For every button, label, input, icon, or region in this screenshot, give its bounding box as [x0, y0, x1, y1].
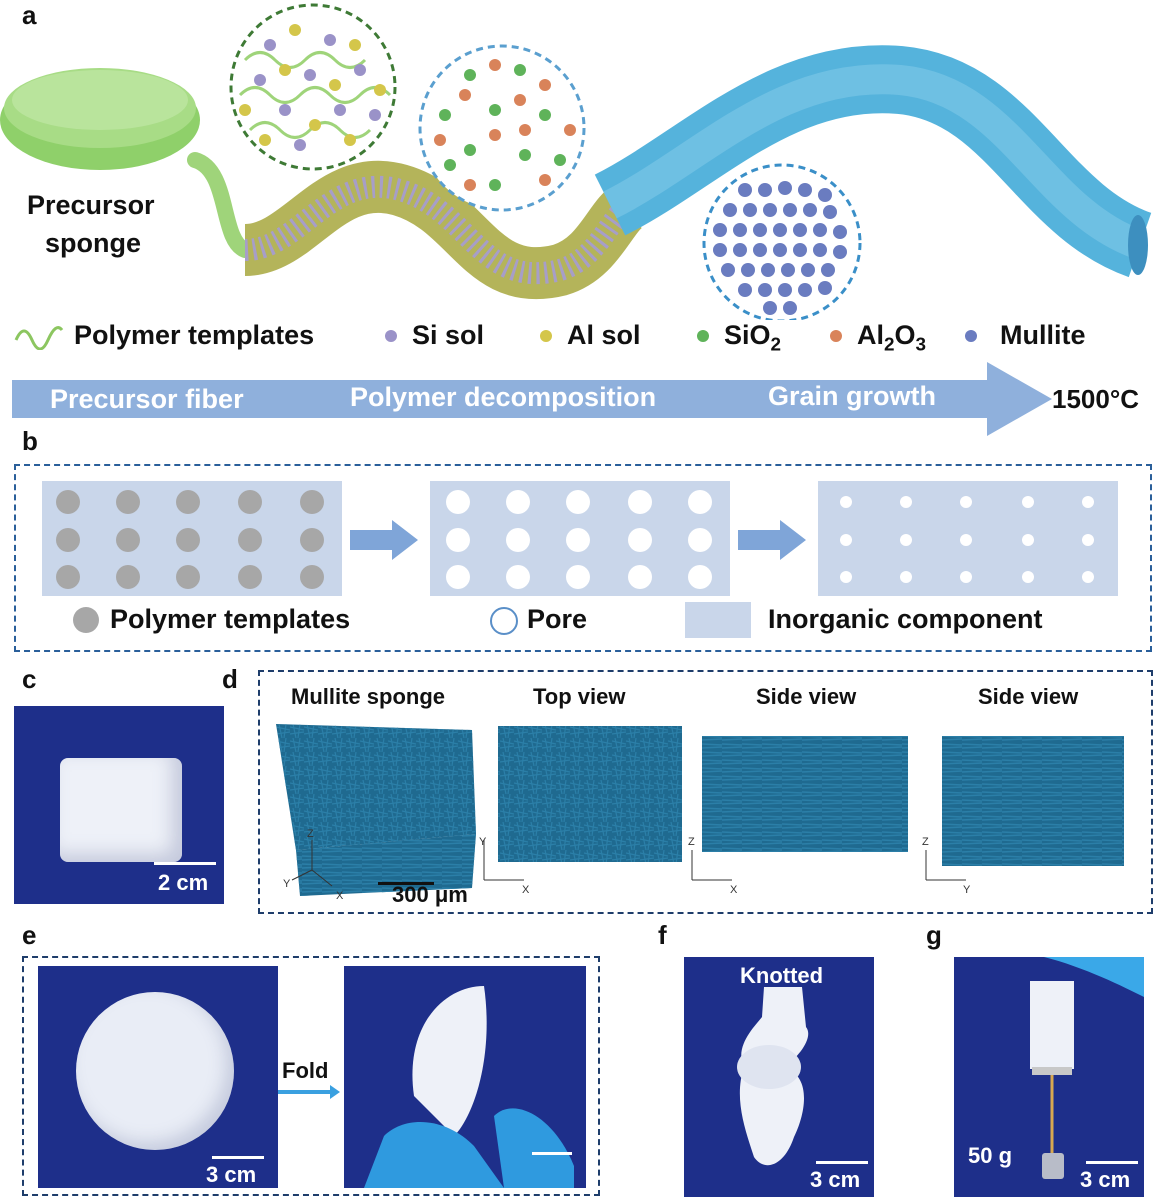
axis-y-top: Y: [479, 836, 487, 848]
arrow-right-icon: [350, 520, 418, 560]
sio2-sub: 2: [770, 334, 782, 356]
pore-circle-icon: [490, 607, 518, 635]
panel-b-frame: [14, 464, 1152, 652]
zoom-circle-mullite: [702, 163, 862, 320]
panel-b-circles: [56, 490, 1094, 589]
legend-al-sol: Al sol: [567, 320, 641, 350]
d-title-side-view-1: Side view: [756, 684, 857, 709]
axis-x-top: X: [522, 884, 530, 896]
scale-bar-c: [154, 862, 216, 865]
panel-d-frame: [258, 670, 1153, 914]
axis-z-side1: Z: [688, 836, 695, 848]
weight-label: 50 g: [968, 1143, 1013, 1168]
legend-b-pore: Pore: [527, 604, 588, 634]
panel-label-c: c: [22, 664, 37, 694]
panel-label-g: g: [926, 920, 942, 950]
panel-label-f: f: [658, 920, 667, 950]
stage-precursor-fiber: Precursor fiber: [50, 384, 244, 414]
d-title-mullite-sponge: Mullite sponge: [291, 684, 445, 709]
scale-bar-d: [378, 882, 434, 885]
legend-b-inorganic: Inorganic component: [768, 604, 1043, 634]
photo-disc-sponge: 3 cm: [38, 966, 278, 1188]
sio2-base: SiO: [724, 320, 771, 350]
al-sol-dot-icon: [540, 330, 552, 342]
polymer-template-icon: [14, 326, 64, 350]
polymer-template-dot-icon: [73, 607, 99, 633]
legend-si-sol: Si sol: [412, 320, 485, 350]
axis-x-3d: X: [336, 890, 344, 902]
axis-x-side1: X: [730, 884, 738, 896]
sponge-label-line2: sponge: [45, 228, 142, 258]
axis-y-3d: Y: [283, 878, 291, 890]
si-sol-dot-icon: [385, 330, 397, 342]
temperature-label: 1500°C: [1052, 384, 1140, 414]
sponge-label-line1: Precursor: [27, 190, 155, 220]
panel-label-a: a: [22, 0, 37, 30]
arrow-right-icon-2: [738, 520, 806, 560]
photo-mullite-cube: 2 cm: [14, 706, 224, 904]
al2o3-sub1: 2: [884, 334, 895, 356]
al2o3-b: O: [894, 320, 916, 350]
photo-folded-sponge: [344, 966, 586, 1188]
axis-z-side2: Z: [922, 836, 929, 848]
inorganic-swatch: [685, 602, 751, 638]
panel-label-b: b: [22, 426, 38, 456]
fiber-schematic: [0, 3, 1153, 320]
zoom-circle-decomposition: [418, 44, 586, 212]
panel-e-frame: [22, 956, 600, 1196]
sio2-dot-icon: [697, 330, 709, 342]
al2o3-sub2: 3: [915, 334, 927, 356]
scale-text-e: 3 cm: [206, 1162, 257, 1187]
axis-z-3d: Z: [307, 828, 314, 840]
panel-label-d: d: [222, 664, 238, 694]
fold-label: Fold: [282, 1058, 329, 1083]
scale-text-f: 3 cm: [810, 1167, 861, 1192]
mullite-dot-icon: [965, 330, 977, 342]
legend-polymer-templates: Polymer templates: [74, 320, 315, 350]
scale-bar-f: [816, 1161, 868, 1164]
legend-b-polymer-templates: Polymer templates: [110, 604, 351, 634]
process-arrow: [12, 362, 1052, 436]
scale-text-g: 3 cm: [1080, 1167, 1131, 1192]
al2o3-dot-icon: [830, 330, 842, 342]
stage-grain-growth: Grain growth: [768, 381, 936, 411]
zoom-circle-precursor: [229, 3, 397, 171]
d-title-top-view: Top view: [533, 684, 626, 709]
stage-polymer-decomposition: Polymer decomposition: [350, 382, 657, 412]
axis-y-side2: Y: [963, 884, 971, 896]
precursor-sponge-image: [0, 68, 200, 170]
scale-text-d: 300 μm: [392, 882, 468, 907]
scale-bar-g: [1086, 1161, 1138, 1164]
al2o3-a: Al: [857, 320, 884, 350]
knotted-label: Knotted: [740, 963, 824, 988]
ct-3d-view: [276, 724, 476, 896]
scale-text-c: 2 cm: [158, 870, 209, 895]
photo-hanging-weight: 50 g 3 cm: [954, 957, 1144, 1197]
panel-label-e: e: [22, 920, 37, 950]
scale-bar-e2: [532, 1152, 572, 1155]
scale-bar-e: [212, 1156, 264, 1159]
legend-mullite: Mullite: [1000, 320, 1086, 350]
legend-sio2: SiO2: [724, 320, 781, 357]
legend-al2o3: Al2O3: [857, 320, 926, 357]
ct-renderings: [276, 724, 1124, 896]
d-title-side-view-2: Side view: [978, 684, 1079, 709]
photo-knotted-sponge: Knotted 3 cm: [684, 957, 874, 1197]
fold-arrow-icon: [278, 1085, 340, 1099]
